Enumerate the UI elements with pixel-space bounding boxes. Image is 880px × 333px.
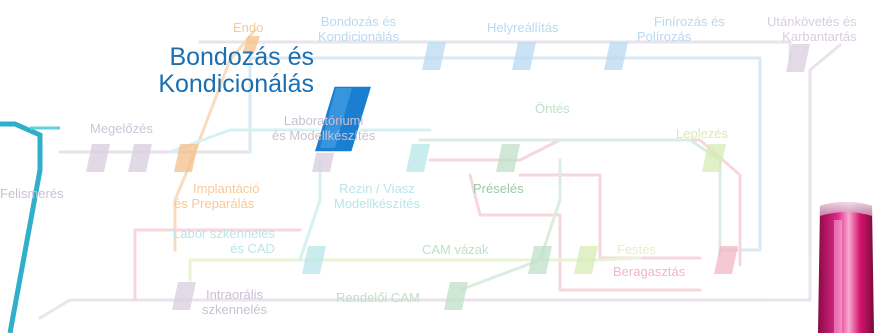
- teal-line: [298, 158, 322, 262]
- station-implantacio: [174, 144, 198, 172]
- highlight-title-line1: Bondozás és: [169, 43, 314, 71]
- green-line: [458, 158, 562, 292]
- highlight-title: Bondozás és Kondicionálás: [158, 44, 314, 98]
- pink-line: [468, 173, 702, 292]
- label-ontes: Öntés: [535, 101, 570, 116]
- label-cam-vazak: CAM vázak: [422, 242, 489, 257]
- station-endo: [242, 36, 260, 54]
- station-finirozas: [604, 42, 628, 70]
- label-megelozes: Megelőzés: [90, 121, 153, 136]
- product-tube-image: [818, 202, 874, 333]
- green-line: [418, 138, 722, 257]
- station-intraoralis: [172, 282, 196, 310]
- station-bondozas: [422, 42, 446, 70]
- purple-line: [38, 43, 842, 320]
- label-helyreallitas: Helyreállítás: [487, 20, 559, 35]
- station-helyreallitas: [512, 42, 536, 70]
- station-rendeloi-cam: [444, 282, 468, 310]
- station-festes: [574, 246, 598, 274]
- label-felismeres: Felismerés: [0, 186, 64, 201]
- teal-line: [168, 128, 432, 154]
- pink-line: [133, 228, 302, 302]
- station-leplezes: [702, 144, 726, 172]
- label-festes: Festés: [617, 242, 657, 257]
- label-preseles: Préselés: [473, 181, 524, 196]
- label-endo: Endo: [233, 20, 264, 35]
- station-cam-vazak: [528, 246, 552, 274]
- lime-line: [188, 256, 642, 282]
- label-rendeloi-cam: Rendelői CAM: [336, 290, 420, 305]
- station-rezin: [406, 144, 430, 172]
- station-utankovetes: [786, 44, 810, 72]
- station-beragasztas: [714, 246, 738, 274]
- station-megelozes-1: [86, 144, 110, 172]
- label-leplezes: Leplezés: [676, 126, 729, 141]
- highlight-title-line2: Kondicionálás: [158, 70, 314, 98]
- highlight-route-line: [0, 121, 43, 333]
- station-megelozes-2: [128, 144, 152, 172]
- station-labor: [302, 246, 326, 274]
- label-beragasztas: Beragasztás: [613, 264, 686, 279]
- station-ontes: [496, 144, 520, 172]
